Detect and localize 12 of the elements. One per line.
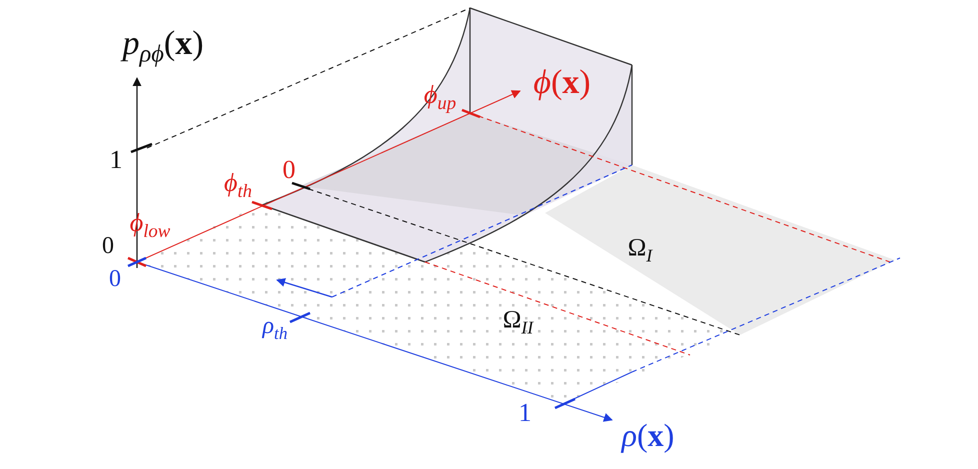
tick-label: 0 (282, 157, 296, 183)
tick-label: 0 (102, 234, 114, 258)
tick-label: 0 (109, 267, 121, 291)
tick-label: 1 (110, 147, 122, 173)
tick-label: ρ$_{th}$ (262, 314, 288, 342)
tick-label: 1 (518, 400, 532, 426)
tick-label: ϕ$_{th}$ (224, 170, 252, 202)
axis-label: ρ(x) (622, 419, 674, 451)
region-label: Ω$_{II}$ (502, 308, 534, 336)
axis-label: p$_{ρϕ}$(x) (122, 26, 204, 68)
axis-label: ϕ(x) (533, 66, 591, 100)
region-label: Ω$_{I}$ (628, 236, 652, 264)
